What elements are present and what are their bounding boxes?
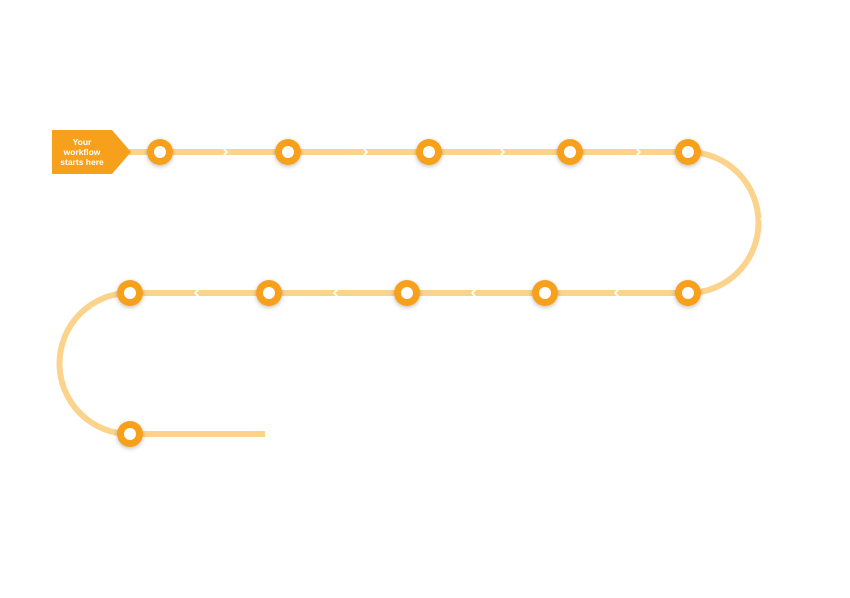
chevron-right-icon xyxy=(222,147,228,157)
workflow-node-10 xyxy=(117,280,143,306)
chevron-left-icon xyxy=(194,288,200,298)
start-badge-label: Your workflow starts here xyxy=(52,130,112,174)
workflow-node-8 xyxy=(394,280,420,306)
workflow-nodes xyxy=(117,139,701,447)
workflow-node-7 xyxy=(532,280,558,306)
chevron-right-icon xyxy=(362,147,368,157)
start-badge-line-3: starts here xyxy=(60,157,104,167)
workflow-node-3 xyxy=(416,139,442,165)
start-badge xyxy=(52,130,131,174)
workflow-node-2 xyxy=(275,139,301,165)
chevron-right-icon xyxy=(499,147,505,157)
direction-arrows xyxy=(44,147,770,369)
chevron-left-icon xyxy=(471,288,477,298)
chevron-right-icon xyxy=(635,147,641,157)
chevron-left-icon xyxy=(614,288,620,298)
chevron-down-icon xyxy=(44,363,54,369)
workflow-node-6 xyxy=(675,280,701,306)
workflow-node-4 xyxy=(557,139,583,165)
start-badge-line-2: workflow xyxy=(63,147,101,157)
workflow-node-9 xyxy=(256,280,282,306)
chevron-down-icon xyxy=(760,218,770,224)
workflow-node-11 xyxy=(117,421,143,447)
workflow-node-5 xyxy=(675,139,701,165)
chevron-left-icon xyxy=(333,288,339,298)
workflow-node-1 xyxy=(147,139,173,165)
start-badge-line-1: Your xyxy=(72,137,92,147)
